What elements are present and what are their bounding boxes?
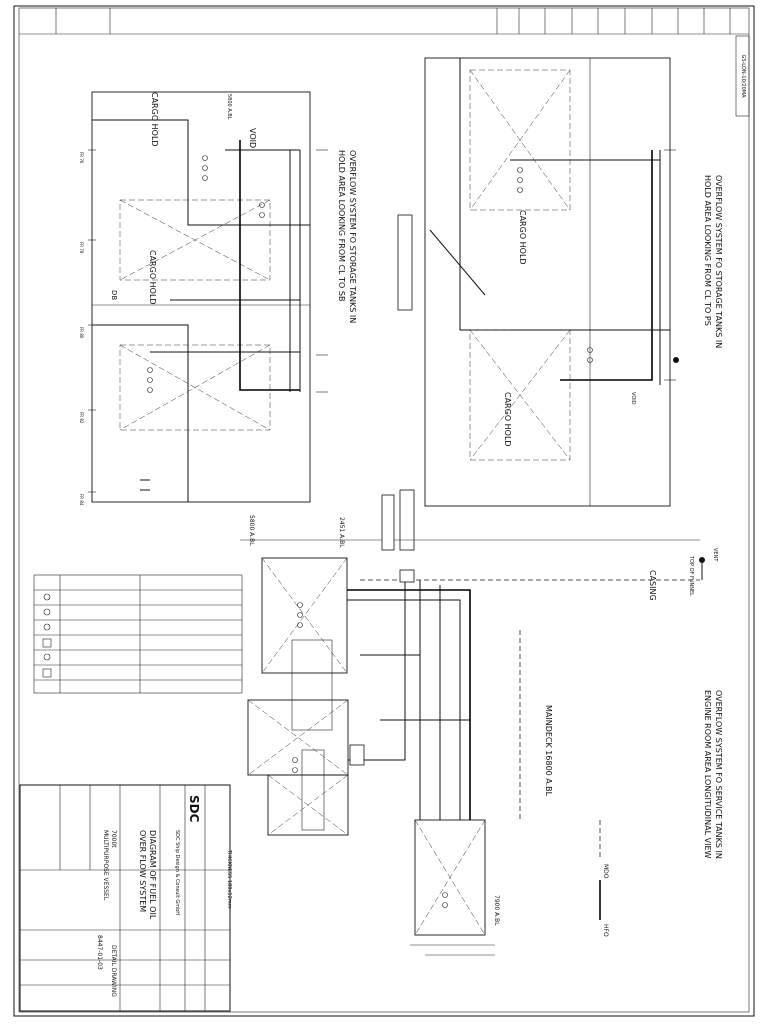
frame-label: FR 76 (79, 152, 84, 164)
drawing-number: 8447-01-03 (96, 935, 103, 970)
label-casing: CASING (648, 570, 657, 601)
label-cargo-hold: CARGO HOLD (518, 210, 527, 265)
section-ps-hold: CARGO HOLD CARGO HOLD VOID OVERFLOW SYST… (397, 57, 723, 551)
legend-hfo: HFO (602, 924, 609, 937)
label-vent: VENT (712, 548, 718, 562)
drawing-code: GS-LON-10/20MA (740, 54, 746, 98)
drawing-title: DIAGRAM OF FUEL OIL (148, 830, 157, 920)
section-subtitle: HOLD AREA LOOKING FROM CL TO SB (337, 150, 346, 301)
symbol-legend-table (33, 574, 243, 694)
sheet-border (13, 5, 755, 1017)
elev-label: 5800 A.BL (248, 515, 255, 546)
label-top-funnel: TOP OF FUNNEL (688, 555, 694, 596)
vessel-name: 7000t (110, 830, 117, 848)
elev-label: 5800 A.BL (226, 94, 232, 120)
label-cargo-hold: CARGO HOLD (503, 392, 512, 447)
frame-label: FR 78 (79, 242, 84, 254)
company-logo: SDC (187, 795, 201, 823)
section-sb-hold: FR 76 FR 78 FR 80 FR 82 FR 84 CARGO HOLD… (79, 91, 357, 506)
inner-border (18, 7, 750, 1013)
label-db: DB (110, 290, 118, 300)
label-void: VOID (630, 392, 636, 405)
elev-label: 2451 A.BL (338, 517, 345, 548)
label-void: VOID (248, 128, 257, 148)
label-thickness: THICKNESS 180x12mm (226, 849, 232, 909)
section-title: OVERFLOW SYSTEM FO STORAGE TANKS IN (348, 150, 357, 323)
frame-label: FR 82 (79, 412, 84, 424)
revision-strip: GS-LON-10/20MA (19, 8, 750, 117)
drawing-title-2: OVER FLOW SYSTEM (138, 830, 147, 912)
elev-label: 7900 A.BL (493, 895, 500, 926)
title-block: SDC SDC Ship Design & Consult GmbH DIAGR… (19, 784, 231, 1012)
detail-drawing: DETAIL DRAWING (110, 945, 117, 997)
section-subtitle: HOLD AREA LOOKING FROM CL TO PS (703, 175, 712, 326)
section-title: OVERFLOW SYSTEM FO SERVICE TANKS IN (714, 690, 723, 859)
section-title: OVERFLOW SYSTEM FO STORAGE TANKS IN (714, 175, 723, 348)
frame-label: FR 84 (79, 494, 84, 506)
legend-mdo: MDO (602, 864, 609, 879)
company-name: SDC Ship Design & Consult GmbH (174, 830, 180, 915)
frame-label: FR 80 (79, 327, 84, 339)
label-cargo-hold: CARGO HOLD (150, 92, 159, 147)
vessel-type: MULTIPURPOSE VESSEL (102, 830, 109, 901)
label-cargo-hold: CARGO HOLD (148, 250, 157, 305)
section-subtitle: ENGINE ROOM AREA LONGITUDINAL VIEW (703, 690, 712, 858)
label-maindeck: MAINDECK 16800 A.BL (544, 705, 553, 797)
section-engine-room: MAINDECK 16800 A.BL CASING TOP OF FUNNEL… (226, 494, 723, 956)
